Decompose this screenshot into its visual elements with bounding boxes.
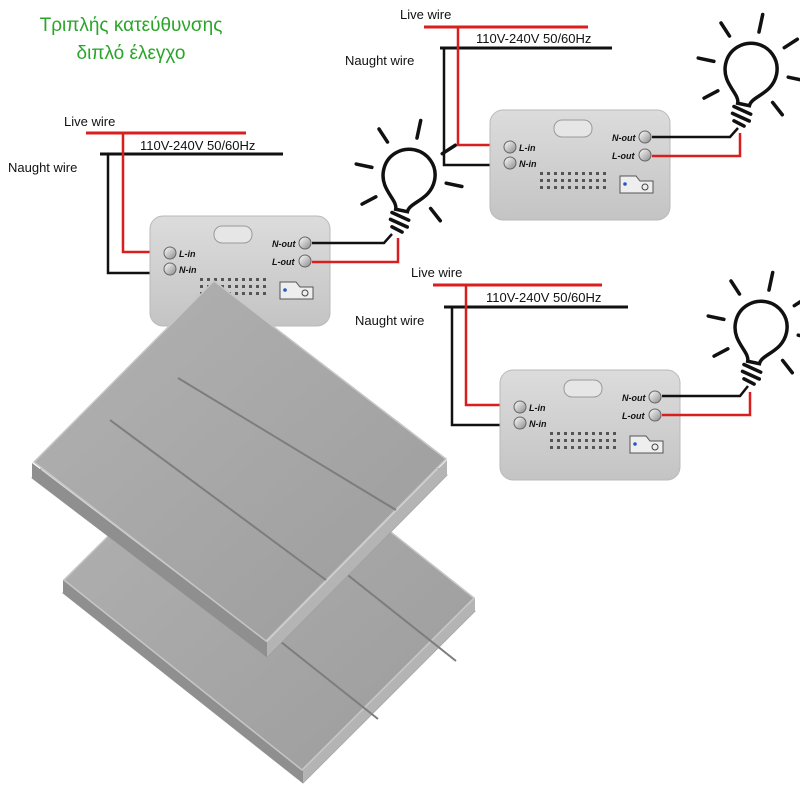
terminal-label-l-out: L-out	[612, 151, 635, 161]
voltage-label: 110V-240V 50/60Hz	[486, 290, 601, 305]
diagram-title-line-1: Τριπλής κατεύθυνσης	[39, 15, 223, 36]
live-out-wire	[662, 392, 752, 417]
live-feed-wire	[464, 285, 516, 407]
live-wire-label: Live wire	[411, 265, 462, 280]
neutral-feed-wire	[450, 307, 516, 427]
light-bulb-icon	[694, 259, 800, 396]
neutral-wire-label: Naught wire	[345, 53, 414, 68]
neutral-feed-wire	[106, 154, 168, 275]
live-wire-label: Live wire	[400, 7, 451, 22]
live-out-wire	[312, 238, 400, 264]
terminal-label-l-out: L-out	[622, 411, 645, 421]
terminal-label-n-out: N-out	[612, 133, 636, 143]
switch-gang-divider	[109, 419, 327, 581]
terminal-label-n-in: N-in	[529, 419, 547, 429]
terminal-label-l-in: L-in	[519, 143, 536, 153]
circuit-2: Live wire 110V-240V 50/60Hz Naught wire …	[345, 1, 800, 221]
circuit-3: Live wire 110V-240V 50/60Hz Naught wire …	[355, 259, 800, 481]
neutral-wire-label: Naught wire	[355, 313, 424, 328]
live-wire-label: Live wire	[64, 114, 115, 129]
light-bulb-icon	[684, 1, 800, 138]
smart-switch-module: L-in N-in N-out L-out	[149, 215, 331, 327]
neutral-out-wire	[312, 233, 393, 245]
neutral-out-wire	[652, 127, 739, 139]
wall-switch-panel-front[interactable]	[31, 280, 448, 658]
light-bulb-icon	[342, 107, 476, 244]
voltage-label: 110V-240V 50/60Hz	[476, 31, 591, 46]
smart-switch-module: L-in N-in N-out L-out	[499, 369, 681, 481]
diagram-title-line-2: διπλό έλεγχο	[76, 43, 186, 64]
terminal-label-n-in: N-in	[519, 159, 537, 169]
smart-switch-module: L-in N-in N-out L-out	[489, 109, 671, 221]
terminal-label-n-out: N-out	[272, 239, 296, 249]
terminal-label-n-in: N-in	[179, 265, 197, 275]
terminal-label-l-in: L-in	[179, 249, 196, 259]
terminal-label-l-in: L-in	[529, 403, 546, 413]
switch-gang-divider	[177, 377, 397, 511]
circuit-1: Live wire 110V-240V 50/60Hz Naught wire …	[8, 107, 476, 327]
live-out-wire	[652, 133, 742, 158]
voltage-label: 110V-240V 50/60Hz	[140, 138, 255, 153]
neutral-wire-label: Naught wire	[8, 160, 77, 175]
neutral-out-wire	[662, 385, 749, 398]
terminal-label-l-out: L-out	[272, 257, 295, 267]
terminal-label-n-out: N-out	[622, 393, 646, 403]
neutral-feed-wire	[442, 48, 508, 167]
